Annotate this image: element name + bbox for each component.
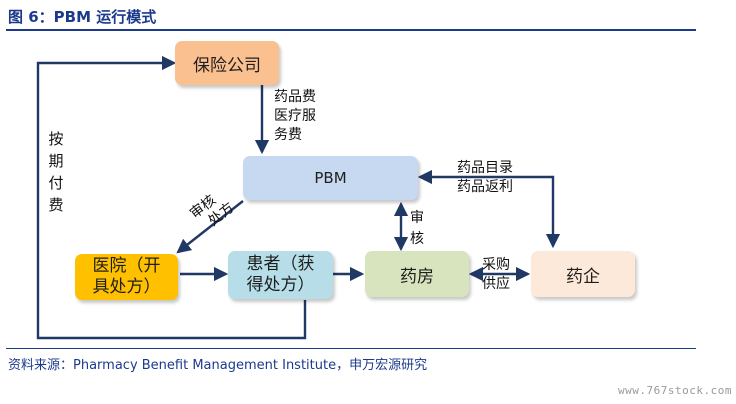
edge-label-line: 核 [410,231,424,247]
edge-label-insurer-pbm: 药品费 医疗服 务费 [274,88,316,145]
node-hospital: 医院（开 具处方） [75,254,178,300]
node-hospital-line1: 医院（开 [92,256,161,276]
edge-label-periodic-payment: 按 期 付 费 [47,128,65,216]
figure-title: 图 6：PBM 运行模式 [8,8,157,26]
node-insurer-label: 保险公司 [193,55,261,76]
node-pbm-label: PBM [314,169,347,187]
edge-label-char: 费 [48,196,64,214]
node-pbm: PBM [243,156,418,200]
edge-label-char: 期 [48,152,64,170]
edge-label-line: 供应 [482,276,510,292]
edge-label-pharmacy-pharma: 采购 供应 [482,256,510,294]
arrow-pharma-pbm [417,169,561,249]
watermark: www.767stock.com [618,384,732,397]
edge-label-line: 采购 [482,257,510,273]
edge-label-line: 务费 [274,127,302,143]
node-pharma: 药企 [531,251,635,297]
node-patient-line2: 得处方） [246,275,315,295]
footer-divider [6,348,696,349]
edge-label-line: 药品费 [274,89,316,105]
arrow-pbm-to-hospital [176,200,244,254]
edge-label-line: 药品目录 [457,160,513,176]
node-patient: 患者（获 得处方） [228,251,333,299]
node-pharma-label: 药企 [566,266,600,287]
arrow-periodic-payment [36,55,307,340]
node-pharmacy: 药房 [365,251,469,297]
title-divider [6,29,696,31]
node-patient-line1: 患者（获 [246,254,315,274]
edge-label-char: 付 [48,174,64,192]
edge-label-line: 医疗服 [274,108,316,124]
source-note: 资料来源：Pharmacy Benefit Management Institu… [8,358,428,373]
node-insurer: 保险公司 [175,41,279,85]
edge-label-pharma-pbm: 药品目录 药品返利 [457,159,513,197]
edge-label-pbm-pharmacy: 审 核 [410,208,424,250]
node-pharmacy-label: 药房 [400,266,434,287]
edge-label-line: 药品返利 [457,179,513,195]
edge-label-char: 按 [48,130,64,148]
edge-label-line: 审 [410,210,424,226]
node-hospital-line2: 具处方） [92,277,161,297]
